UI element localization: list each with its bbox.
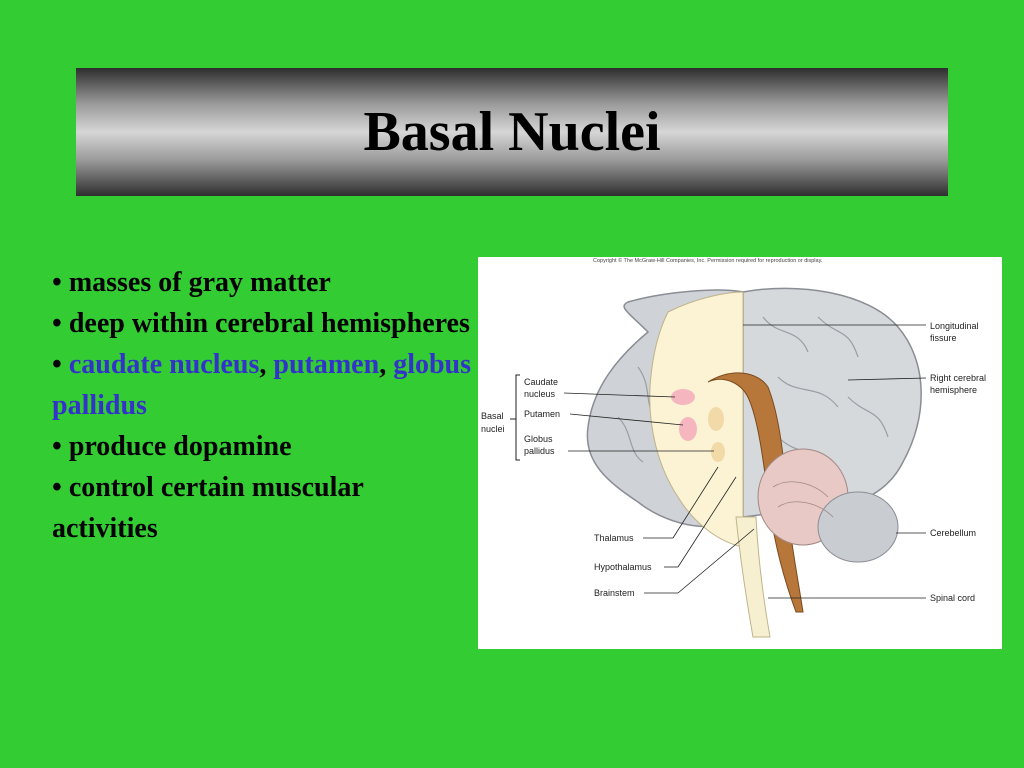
svg-text:nucleus: nucleus (524, 389, 556, 399)
bullet-item: • produce dopamine (52, 431, 292, 462)
caudate-shape (671, 389, 695, 405)
brainstem-label: Brainstem (594, 588, 635, 598)
svg-text:fissure: fissure (930, 333, 957, 343)
term-globus-pallidus: globus pallidus (52, 349, 472, 421)
basal-nuclei-label: Basal (481, 411, 504, 421)
brainstem-shape (707, 372, 804, 613)
bullet-item: • caudate nucleus, putamen, globus palli… (52, 349, 472, 421)
thalamus-label: Thalamus (594, 533, 634, 543)
section-cut-shape (649, 291, 744, 548)
term-caudate: caudate nucleus (68, 349, 260, 380)
bullet-list: • masses of gray matter • deep within ce… (52, 262, 472, 549)
bullet-item: • masses of gray matter (52, 267, 331, 298)
title-bar: Basal Nuclei (76, 68, 948, 196)
longitudinal-label: Longitudinal (930, 321, 979, 331)
globus-label: Globus (524, 434, 553, 444)
cerebellum-label: Cerebellum (930, 528, 976, 538)
svg-text:hemisphere: hemisphere (930, 385, 977, 395)
putamen-label: Putamen (524, 409, 560, 419)
copyright-text: Copyright © The McGraw-Hill Companies, I… (593, 257, 823, 264)
svg-text:nuclei: nuclei (481, 424, 505, 434)
spinal-cord-label: Spinal cord (930, 593, 975, 603)
spinal-cord-shape (735, 516, 771, 638)
bullet-item: • deep within cerebral hemispheres (52, 308, 470, 339)
bullet-item: • control certain muscular activities (52, 472, 364, 544)
globus-shape (708, 407, 724, 431)
hypothalamus-label: Hypothalamus (594, 562, 652, 572)
brain-figure: Copyright © The McGraw-Hill Companies, I… (478, 257, 1002, 649)
brain-diagram: Copyright © The McGraw-Hill Companies, I… (481, 257, 986, 638)
caudate-label: Caudate (524, 377, 558, 387)
svg-text:pallidus: pallidus (524, 446, 555, 456)
term-putamen: putamen (273, 349, 380, 380)
putamen-shape (679, 417, 697, 441)
slide-title: Basal Nuclei (363, 101, 661, 163)
right-hemisphere-label: Right cerebral (930, 373, 986, 383)
